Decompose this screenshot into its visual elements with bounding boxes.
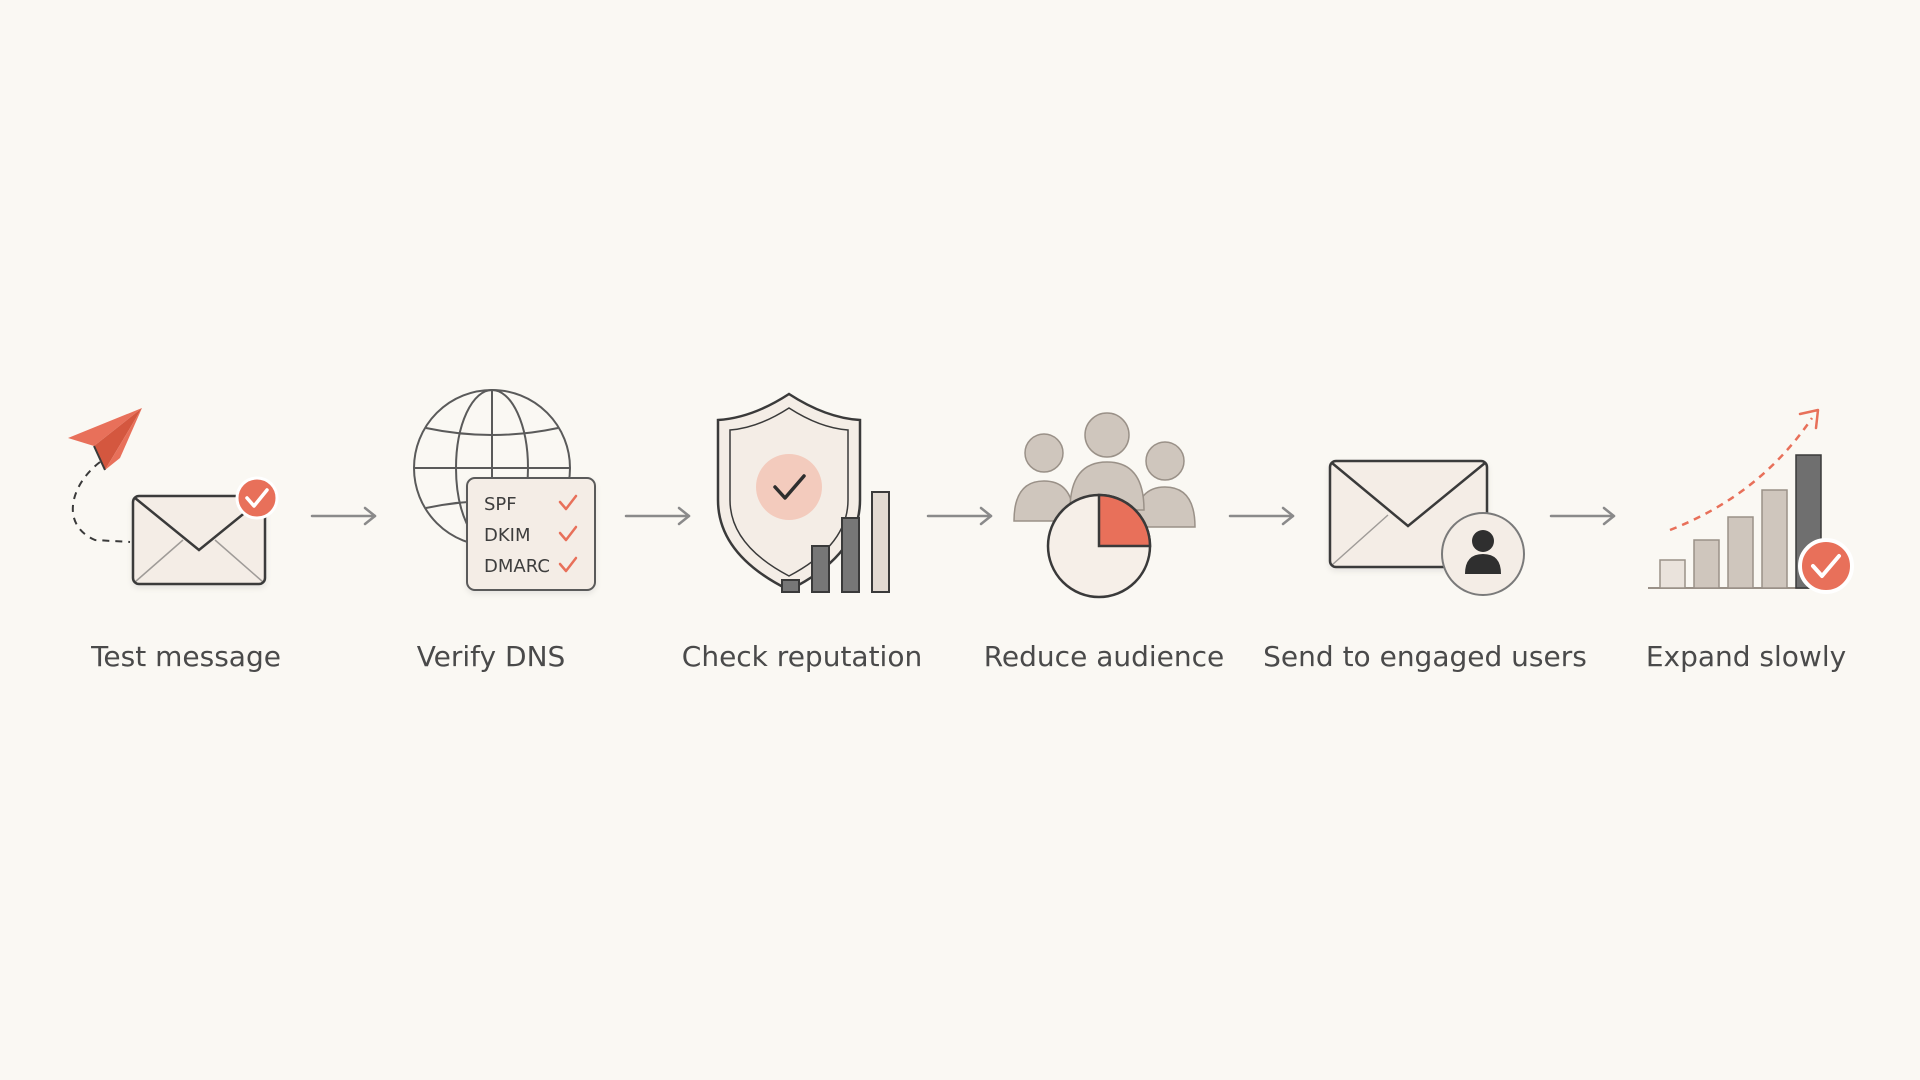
growth-bars-icon — [1659, 454, 1822, 589]
arrow-right-icon — [310, 506, 377, 526]
step-label-send-to-engaged-users: Send to engaged users — [1263, 640, 1587, 673]
step-label-check-reputation: Check reputation — [681, 640, 923, 673]
check-icon — [558, 494, 578, 573]
bar-chart-icon — [781, 491, 890, 593]
audience-pie-icon — [1013, 412, 1196, 599]
growth-chart-icon — [1648, 408, 1854, 594]
check-badge-icon — [1798, 538, 1854, 594]
dns-record-dkim: DKIM — [484, 525, 531, 546]
step-label-test-message: Test message — [91, 640, 281, 673]
step-label-expand-slowly: Expand slowly — [1645, 640, 1847, 673]
trend-arrow-icon — [1669, 417, 1814, 532]
arrow-right-icon — [624, 506, 691, 526]
shield-reputation-icon — [716, 392, 890, 593]
arrow-right-icon — [1228, 506, 1295, 526]
paper-plane-icon — [68, 408, 142, 471]
globe-dns-icon: SPF DKIM DMARC — [413, 389, 596, 591]
arrow-right-icon — [1549, 506, 1616, 526]
arrow-right-icon — [926, 506, 993, 526]
step-label-reduce-audience: Reduce audience — [983, 640, 1225, 673]
people-group-icon — [1013, 412, 1196, 528]
paper-plane-envelope-icon — [68, 408, 279, 586]
dns-record-dmarc: DMARC — [484, 556, 550, 577]
check-circle-icon — [756, 454, 822, 520]
envelope-user-icon — [1328, 459, 1525, 596]
envelope-icon — [131, 494, 267, 586]
dns-record-spf: SPF — [484, 494, 517, 515]
check-badge-icon — [235, 476, 279, 520]
step-label-verify-dns: Verify DNS — [416, 640, 566, 673]
pie-chart-icon — [1046, 493, 1152, 599]
user-avatar-icon — [1441, 512, 1525, 596]
